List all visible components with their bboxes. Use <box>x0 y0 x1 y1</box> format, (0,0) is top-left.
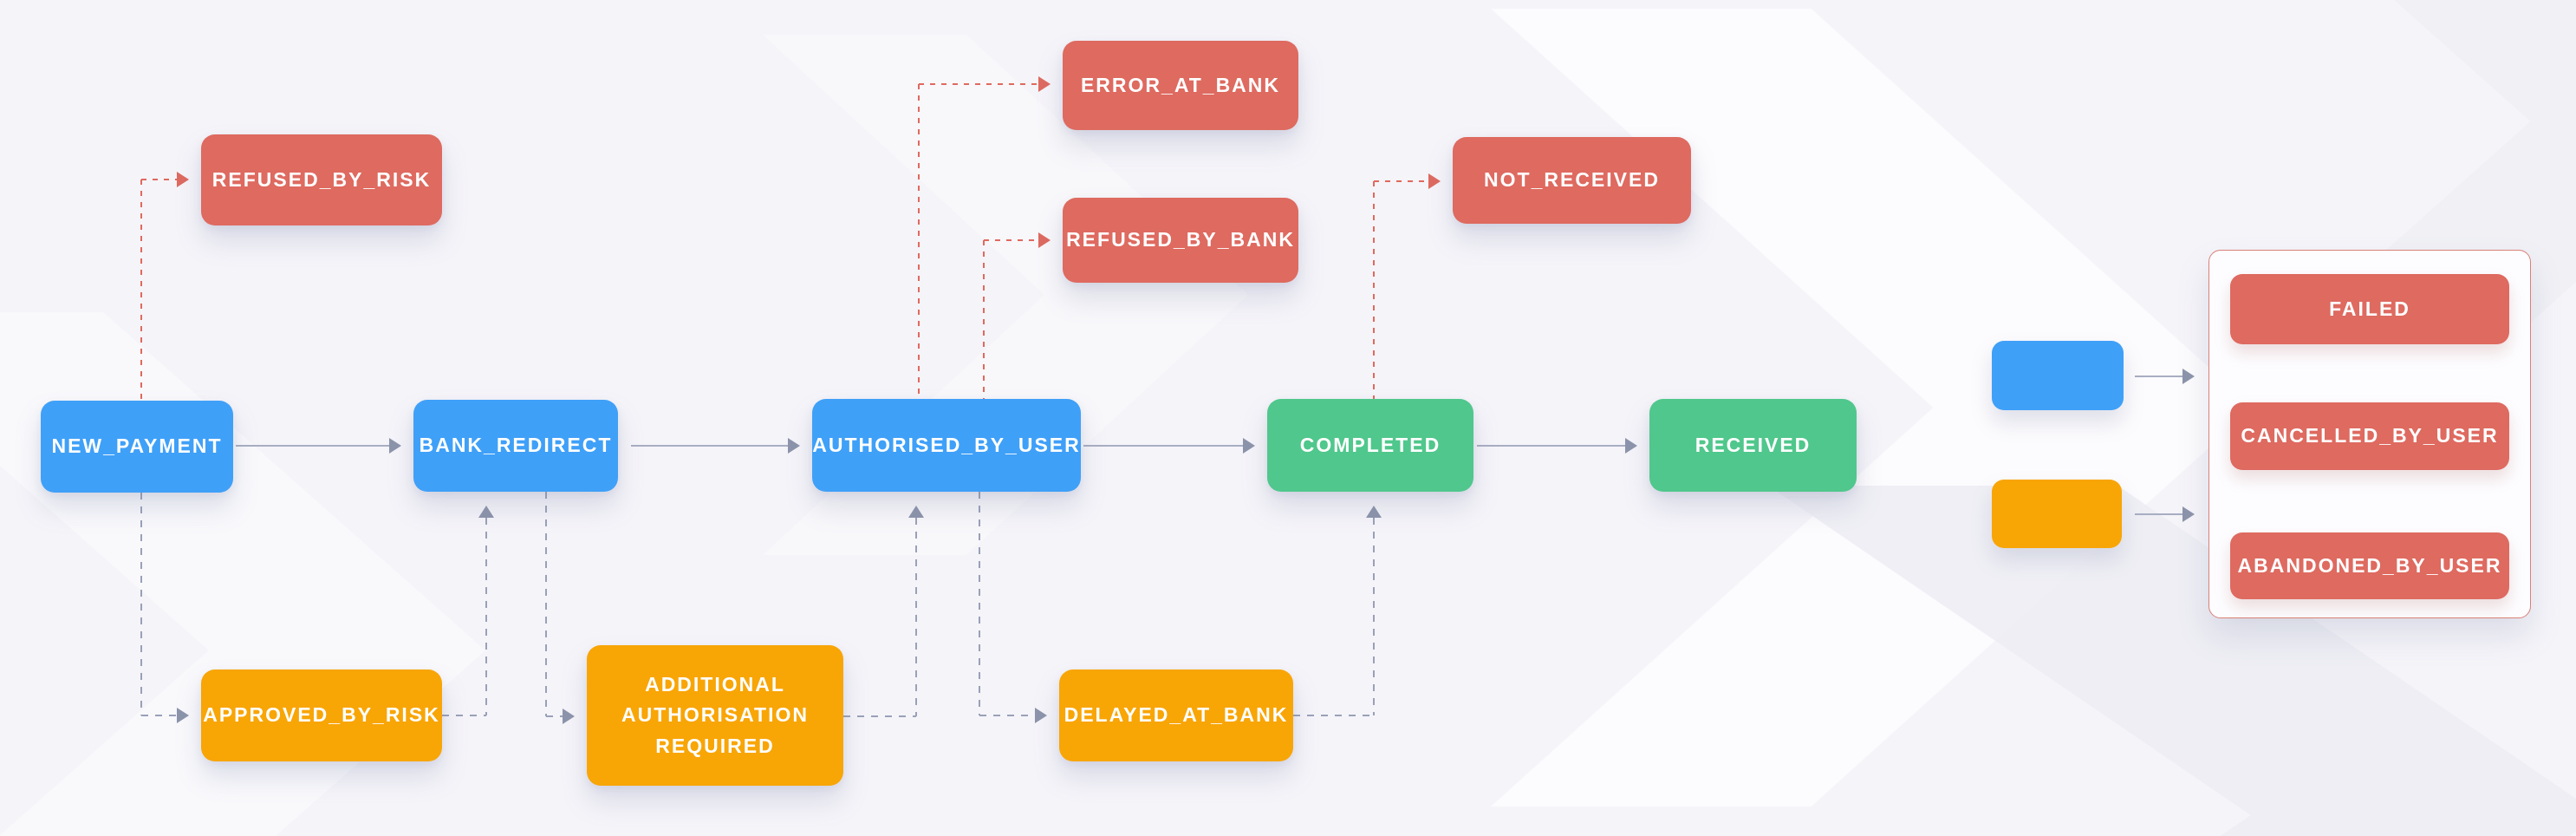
node-refused-by-risk: REFUSED_BY_RISK <box>201 134 442 225</box>
edge-approved-by-risk-to-bank-redirect <box>485 518 487 715</box>
arrowhead-icon <box>1428 173 1441 189</box>
edge-authorised-to-refused-by-bank <box>984 239 1038 241</box>
arrowhead-icon <box>389 438 401 454</box>
legend-orange-swatch <box>1992 480 2122 548</box>
edge-bank-redirect-to-authorised <box>631 445 788 447</box>
node-received: RECEIVED <box>1649 399 1857 492</box>
edge-authorised-to-delayed-at-bank <box>979 492 980 715</box>
arrowhead-icon <box>2182 506 2195 522</box>
arrowhead-icon <box>1038 76 1051 92</box>
node-not-received: NOT_RECEIVED <box>1453 137 1691 224</box>
arrowhead-icon <box>177 172 189 187</box>
arrowhead-up-icon <box>908 506 924 518</box>
node-failed: FAILED <box>2230 274 2509 344</box>
node-authorised-by-user: AUTHORISED_BY_USER <box>812 399 1081 492</box>
edge-authorised-to-delayed-at-bank <box>979 715 1035 716</box>
edge-authorised-to-error-at-bank <box>919 83 1038 85</box>
arrowhead-icon <box>1243 438 1255 454</box>
edge-completed-to-not-received <box>1374 180 1428 182</box>
edge-bank-redirect-to-additional-auth <box>546 715 563 717</box>
edge-completed-to-not-received <box>1373 181 1375 399</box>
node-refused-by-bank: REFUSED_BY_BANK <box>1063 198 1298 283</box>
edge-new-payment-to-refused-by-risk <box>141 179 177 180</box>
arrowhead-icon <box>1625 438 1637 454</box>
node-bank-redirect: BANK_REDIRECT <box>413 400 618 492</box>
edge-authorised-to-error-at-bank <box>918 84 920 399</box>
node-abandoned-by-user: ABANDONED_BY_USER <box>2230 532 2509 599</box>
node-delayed-at-bank: DELAYED_AT_BANK <box>1059 669 1293 761</box>
edge-completed-to-received <box>1477 445 1625 447</box>
node-completed: COMPLETED <box>1267 399 1473 492</box>
edge-delayed-to-completed <box>1373 518 1375 715</box>
edge-new-payment-to-bank-redirect <box>236 445 389 447</box>
arrowhead-icon <box>2182 369 2195 384</box>
arrowhead-icon <box>177 708 189 723</box>
arrowhead-icon <box>1035 708 1047 723</box>
edge-blue-swatch-to-panel <box>2135 376 2182 377</box>
node-cancelled-by-user: CANCELLED_BY_USER <box>2230 402 2509 470</box>
edge-new-payment-to-approved-by-risk <box>141 715 177 716</box>
arrowhead-icon <box>563 709 575 724</box>
edge-orange-swatch-to-panel <box>2135 513 2182 515</box>
edge-delayed-to-completed <box>1293 715 1374 716</box>
node-new-payment: NEW_PAYMENT <box>41 401 233 493</box>
edge-new-payment-to-refused-by-risk <box>140 180 142 401</box>
arrowhead-up-icon <box>1366 506 1382 518</box>
edge-authorised-to-refused-by-bank <box>983 240 985 399</box>
edge-additional-auth-to-authorised <box>915 518 917 716</box>
legend-terminal-states-panel: FAILED CANCELLED_BY_USER ABANDONED_BY_US… <box>2208 250 2531 618</box>
edge-bank-redirect-to-additional-auth <box>545 492 547 716</box>
node-approved-by-risk: APPROVED_BY_RISK <box>201 669 442 761</box>
edge-new-payment-to-approved-by-risk <box>140 493 142 715</box>
arrowhead-up-icon <box>478 506 494 518</box>
arrowhead-icon <box>1038 232 1051 248</box>
arrowhead-icon <box>788 438 800 454</box>
node-additional-authorisation-required: ADDITIONAL AUTHORISATION REQUIRED <box>587 645 843 786</box>
node-error-at-bank: ERROR_AT_BANK <box>1063 41 1298 130</box>
edge-additional-auth-to-authorised <box>843 715 916 717</box>
legend-blue-swatch <box>1992 341 2124 410</box>
edge-authorised-to-completed <box>1083 445 1243 447</box>
edge-approved-by-risk-to-bank-redirect <box>442 715 486 716</box>
